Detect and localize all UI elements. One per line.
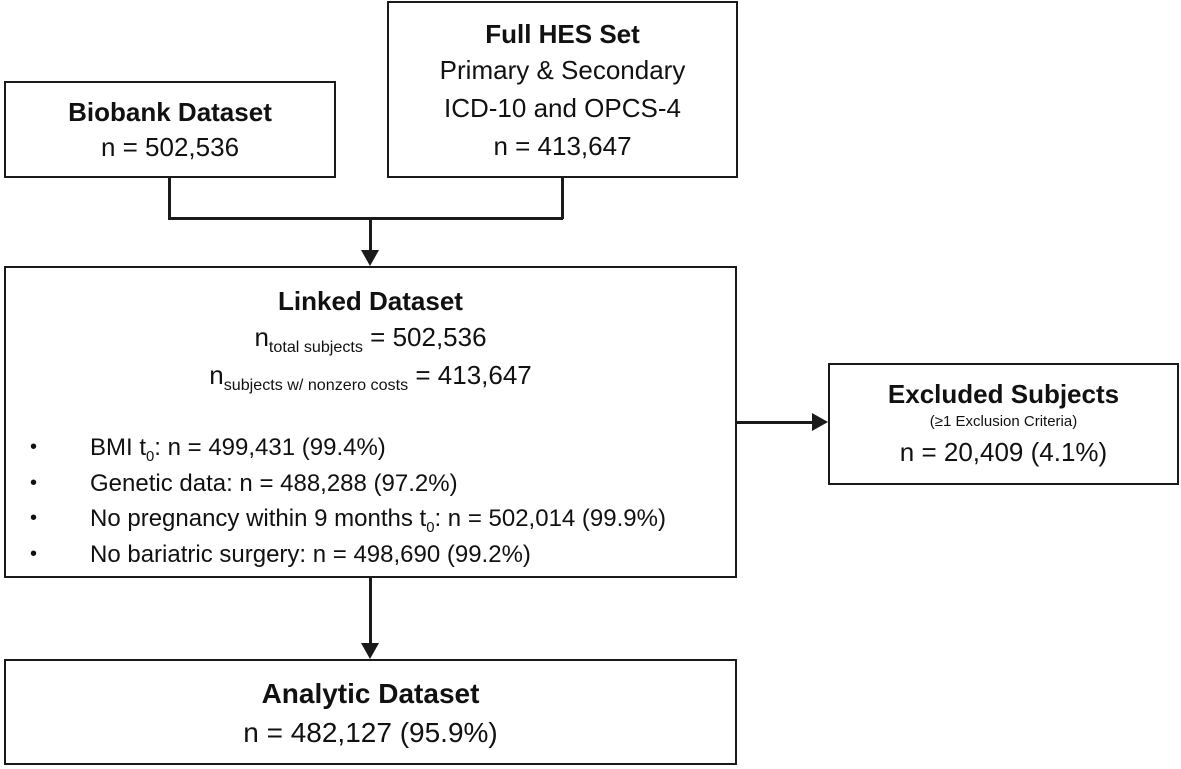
biobank-count: n = 502,536: [100, 132, 240, 162]
hes-count: n = 413,647: [493, 131, 632, 161]
criteria-item-bariatric: •No bariatric surgery: n = 498,690 (99.2…: [30, 540, 531, 568]
linked-nonzero-subjects: nsubjects w/ nonzero costs = 413,647: [209, 360, 532, 395]
connector-to-analytic: [369, 578, 372, 644]
hes-title: Full HES Set: [485, 19, 640, 49]
analytic-dataset-box: Analytic Dataset n = 482,127 (95.9%): [4, 659, 737, 765]
connector-merge-down: [369, 217, 372, 250]
hes-line1: Primary & Secondary: [439, 55, 686, 85]
hes-set-box: Full HES Set Primary & Secondary ICD-10 …: [387, 1, 738, 178]
arrow-to-linked: [361, 250, 379, 266]
connector-biobank-down: [168, 178, 171, 219]
hes-line2: ICD-10 and OPCS-4: [444, 93, 681, 123]
biobank-dataset-box: Biobank Dataset n = 502,536: [4, 81, 336, 178]
connector-to-excluded: [737, 421, 813, 424]
connector-hes-down: [561, 178, 564, 219]
linked-total-subjects: ntotal subjects = 502,536: [254, 322, 487, 357]
arrow-to-analytic: [361, 643, 379, 659]
criteria-item-pregnancy: •No pregnancy within 9 months t0: n = 50…: [30, 505, 666, 536]
connector-merge-horizontal: [168, 217, 563, 220]
inclusion-criteria-list: •BMI t0: n = 499,431 (99.4%) •Genetic da…: [30, 430, 666, 572]
criteria-item-bmi: •BMI t0: n = 499,431 (99.4%): [30, 434, 386, 465]
linked-title: Linked Dataset: [278, 286, 463, 316]
arrow-to-excluded: [812, 413, 828, 431]
analytic-count: n = 482,127 (95.9%): [243, 717, 498, 748]
criteria-item-genetic: •Genetic data: n = 488,288 (97.2%): [30, 469, 458, 497]
excluded-subjects-box: Excluded Subjects (≥1 Exclusion Criteria…: [828, 363, 1179, 485]
excluded-title: Excluded Subjects: [887, 379, 1120, 409]
excluded-count: n = 20,409 (4.1%): [899, 437, 1108, 467]
biobank-title: Biobank Dataset: [68, 97, 272, 127]
linked-dataset-box: Linked Dataset ntotal subjects = 502,536…: [4, 266, 737, 578]
excluded-note: (≥1 Exclusion Criteria): [929, 413, 1078, 430]
analytic-title: Analytic Dataset: [261, 678, 480, 709]
